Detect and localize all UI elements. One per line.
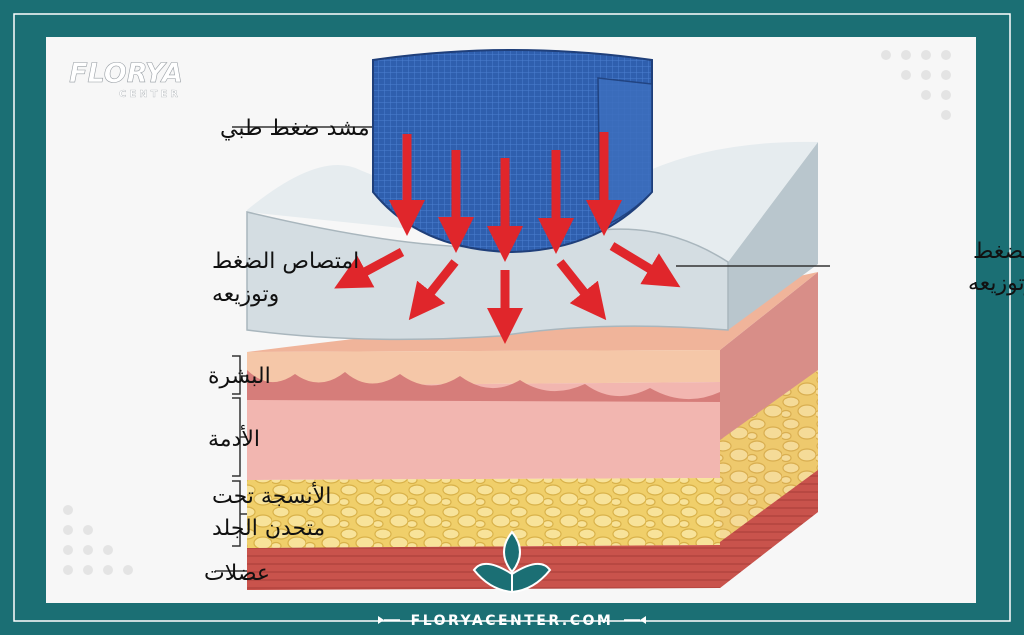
dermis-layer (247, 382, 720, 480)
epidermis-layer (247, 350, 720, 386)
dot-pattern-bottom-left (63, 505, 133, 575)
pressure-arrows (334, 132, 681, 344)
label-muscles: عضلات (204, 561, 270, 586)
florya-logo: FLORYA CENTER (69, 58, 183, 100)
footer-url: FLORYACENTER.COM (411, 613, 614, 629)
logo-main-text: FLORYA (69, 58, 183, 89)
arrow-spread-2 (408, 259, 459, 321)
bracket-dermis (232, 397, 247, 477)
arrow-spread-4 (556, 259, 607, 321)
label-dermis: الأدمة (208, 425, 260, 452)
emblem-petal-center (503, 530, 521, 574)
emblem-petal-right (511, 563, 552, 594)
label-subcutaneous-1: الأنسجة تحت (212, 482, 331, 509)
dermis-wavy-band (247, 370, 720, 402)
footer-bar: FLORYACENTER.COM (378, 613, 646, 629)
skin-block (247, 272, 818, 590)
label-subcutaneous-2: متحدن الجلد (212, 516, 325, 541)
foam-side (728, 142, 818, 330)
medical-corset (372, 49, 653, 254)
fat-side (720, 370, 818, 542)
muscle-side (720, 470, 818, 588)
leader-lines (215, 126, 830, 572)
florya-emblem (472, 530, 552, 594)
arrow-spread-5 (609, 242, 681, 288)
label-absorb-left-2: وتوزيعه (212, 282, 279, 307)
footer-deco-right-tip (640, 616, 646, 624)
logo-sub-text: CENTER (119, 89, 181, 100)
bracket-subcutaneous (232, 480, 247, 547)
bracket-epidermis (232, 355, 247, 395)
dot-pattern-top-right (881, 50, 951, 120)
arrow-spread-1 (334, 248, 405, 289)
skin-top-surface (247, 272, 818, 352)
inner-border-line (13, 13, 1011, 622)
label-absorb-right-2: وتوزيعه (968, 271, 1024, 296)
footer-deco-left-tip (378, 616, 384, 624)
label-absorb-right-1: امتصاص الضغط (973, 239, 1024, 264)
label-epidermis: البشرة (208, 364, 271, 389)
label-absorb-left-1: امتصاص الضغط (212, 249, 359, 274)
label-corset: مشد ضغط طبي (220, 116, 370, 141)
subcutaneous-layer (247, 478, 720, 548)
emblem-petal-left (472, 563, 513, 594)
